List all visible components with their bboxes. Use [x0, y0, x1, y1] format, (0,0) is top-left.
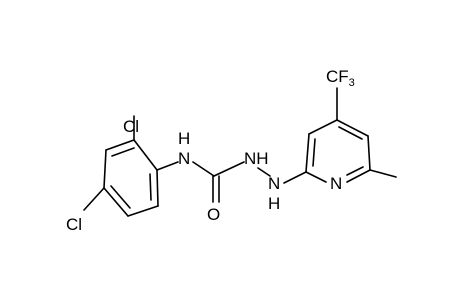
pyridine-ring [305, 119, 371, 183]
bond [156, 169, 159, 207]
double-bond-inner [149, 173, 152, 201]
bond-n-to-c [305, 171, 327, 183]
bond [105, 139, 135, 151]
cf3-c: CF [326, 67, 349, 86]
bond [127, 205, 159, 217]
bond [336, 119, 369, 137]
bond-nh-to-nh [257, 167, 271, 177]
atom-cl-top: Cl [123, 117, 139, 136]
double-bond-inner [346, 166, 364, 176]
bond [103, 187, 129, 217]
cf3-subscript: 3 [349, 77, 355, 89]
dichlorophenyl-ring [103, 139, 159, 217]
atom-nh-hydrazine-1: NH [244, 149, 269, 168]
bond-to-cl-left [83, 187, 105, 211]
atom-cl-left: Cl [66, 215, 82, 234]
double-bond-inner [312, 138, 316, 167]
bond-ring-to-nh [156, 161, 179, 171]
bond-nh-to-pyridine [283, 171, 307, 184]
bond-c-to-nh [213, 161, 245, 177]
bond [308, 119, 338, 135]
atom-n-pyridine: N [330, 174, 342, 193]
bond-c-to-n [346, 169, 371, 183]
double-bond-inner [110, 185, 131, 209]
atom-cf3: CF3 [326, 67, 355, 89]
atom-o: O [207, 205, 220, 224]
bond [103, 149, 107, 189]
bond [305, 133, 310, 173]
atom-h-amide: H [178, 129, 190, 148]
atom-n-hydrazine-2: N [268, 174, 280, 193]
bond [133, 139, 158, 171]
atom-n-amide: N [178, 149, 190, 168]
bond [367, 135, 371, 171]
atom-h-hydrazine-2: H [268, 194, 280, 213]
bond-n-to-c [192, 161, 215, 177]
bond-methyl [369, 169, 397, 178]
double-bond-inner [111, 147, 135, 157]
double-bond-inner [338, 126, 363, 140]
